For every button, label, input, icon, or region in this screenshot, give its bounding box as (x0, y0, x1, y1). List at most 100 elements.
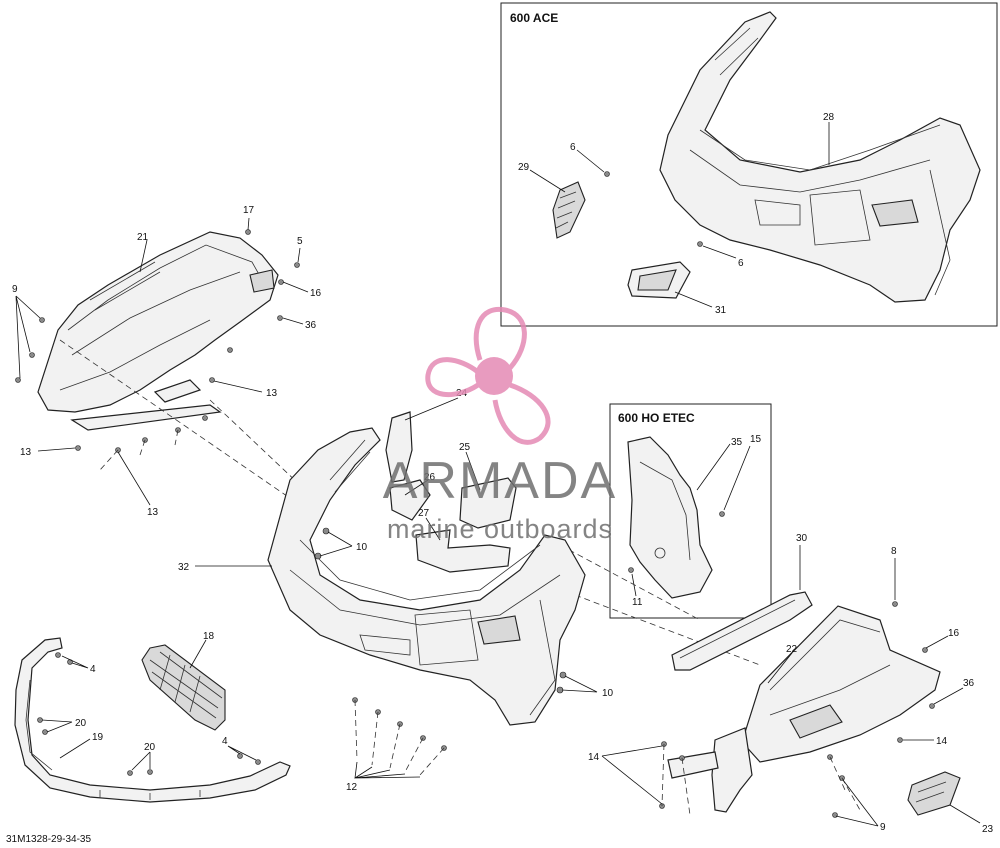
leader-5 (297, 247, 301, 263)
callout-9-upper: 9 (12, 284, 18, 295)
callout-14-left: 14 (588, 752, 600, 763)
leader-30 (529, 169, 566, 193)
inset-600-ace-title: 600 ACE (510, 11, 558, 25)
leader-13-right (213, 380, 263, 393)
part-21-upper-panel[interactable] (37, 231, 279, 413)
dash-bracket-to-main (209, 399, 301, 486)
callout-26: 26 (424, 472, 436, 483)
leader-10-upper (319, 531, 353, 557)
part-26-foam[interactable] (389, 479, 431, 521)
part-28-foam-strip[interactable] (671, 591, 813, 671)
part-18-grille[interactable] (141, 644, 226, 731)
leader-16-upper (282, 281, 309, 293)
part-19-bumper[interactable] (14, 637, 291, 803)
callout-35: 35 (731, 437, 743, 448)
propeller-logo-icon (425, 306, 551, 445)
watermark: ARMADA marine outboards (383, 306, 617, 544)
callout-16-upper: 16 (310, 288, 322, 299)
callout-4-left: 4 (90, 664, 96, 675)
leader-21 (139, 239, 148, 273)
callout-6-b: 6 (738, 258, 744, 269)
callout-23: 23 (982, 824, 994, 835)
callout-25: 25 (459, 442, 471, 453)
inset-600-ho-etec: 600 HO ETEC 35 15 11 (609, 403, 772, 619)
screws-main (314, 527, 567, 751)
callout-36-upper: 36 (305, 320, 317, 331)
screw-11 (628, 567, 634, 573)
callout-36-lower: 36 (963, 678, 975, 689)
screw-15 (719, 511, 725, 517)
diagram-id: 31M1328-29-34-35 (6, 834, 91, 845)
leader-24 (404, 397, 459, 421)
callout-11: 11 (632, 597, 643, 608)
part-13-bracket[interactable] (70, 379, 222, 431)
callout-9-lower: 9 (880, 822, 886, 833)
callout-15: 15 (750, 434, 762, 445)
callout-32: 32 (178, 562, 190, 573)
leader-23 (949, 804, 981, 824)
part-23-vent[interactable] (907, 771, 961, 816)
leader-35 (696, 443, 731, 491)
watermark-tagline: marine outboards (387, 514, 613, 544)
leader-36-lower (933, 687, 964, 705)
callout-4-right: 4 (222, 736, 228, 747)
callout-20-left: 20 (75, 718, 87, 729)
callout-19: 19 (92, 732, 104, 743)
callout-8: 8 (891, 546, 897, 557)
leader-6b (702, 245, 737, 259)
leader-9-upper (15, 295, 41, 379)
dash-main-to-28 (559, 544, 701, 621)
screw-6-lower (697, 241, 703, 247)
callout-17: 17 (243, 205, 255, 216)
dash-main-to-lower-right (574, 594, 761, 666)
leader-4-right (227, 745, 257, 761)
dash-screws-12 (354, 699, 445, 776)
callout-16-lower: 16 (948, 628, 960, 639)
leader-22 (767, 652, 793, 684)
part-24-foam[interactable] (385, 411, 413, 483)
part-27-foam[interactable] (415, 529, 511, 573)
callout-5: 5 (297, 236, 303, 247)
dash-upper-to-main (59, 339, 301, 506)
part-22-lower-panel[interactable] (667, 605, 941, 813)
leader-18 (189, 639, 207, 669)
part-35-insulation[interactable] (627, 436, 713, 599)
part-32-main-hood[interactable] (267, 427, 586, 726)
leader-27 (425, 517, 441, 541)
callout-10-upper: 10 (356, 542, 368, 553)
callout-13-bottom: 13 (147, 507, 159, 518)
leader-12 (354, 761, 421, 779)
watermark-brand: ARMADA (383, 452, 617, 510)
callout-27: 27 (418, 508, 430, 519)
screw-6-upper (604, 171, 610, 177)
leader-4-left (61, 655, 89, 669)
leader-13-left (37, 447, 76, 452)
leader-25 (465, 451, 481, 491)
callout-29: 28 (823, 112, 835, 123)
part-25-foam[interactable] (459, 477, 517, 529)
screws-upper-left (15, 229, 300, 453)
leader-6a (576, 149, 605, 173)
leader-20-bottom (131, 751, 151, 771)
callout-18: 18 (203, 631, 215, 642)
leader-16-lower (925, 635, 949, 649)
callout-31: 31 (715, 305, 727, 316)
dash-screws-13 (99, 429, 179, 471)
part-30-duct[interactable] (552, 181, 586, 239)
callout-14-right: 14 (936, 736, 948, 747)
inset-600-ho-etec-title: 600 HO ETEC (618, 411, 695, 425)
leader-10-lower (561, 675, 598, 693)
inset-600-ace: 600 ACE 28 29 (500, 2, 998, 327)
part-31-vent[interactable] (627, 261, 691, 299)
callout-6-a: 6 (570, 142, 576, 153)
leader-36-upper (282, 317, 304, 325)
leader-15 (723, 445, 751, 511)
callout-20-bottom: 20 (144, 742, 156, 753)
callout-13-left: 13 (20, 447, 32, 458)
callout-12: 12 (346, 782, 358, 793)
leader-13-bottom (117, 451, 151, 506)
callout-30: 29 (518, 162, 530, 173)
part-29-hood-ace[interactable] (659, 11, 981, 303)
callout-10-lower: 10 (602, 688, 614, 699)
